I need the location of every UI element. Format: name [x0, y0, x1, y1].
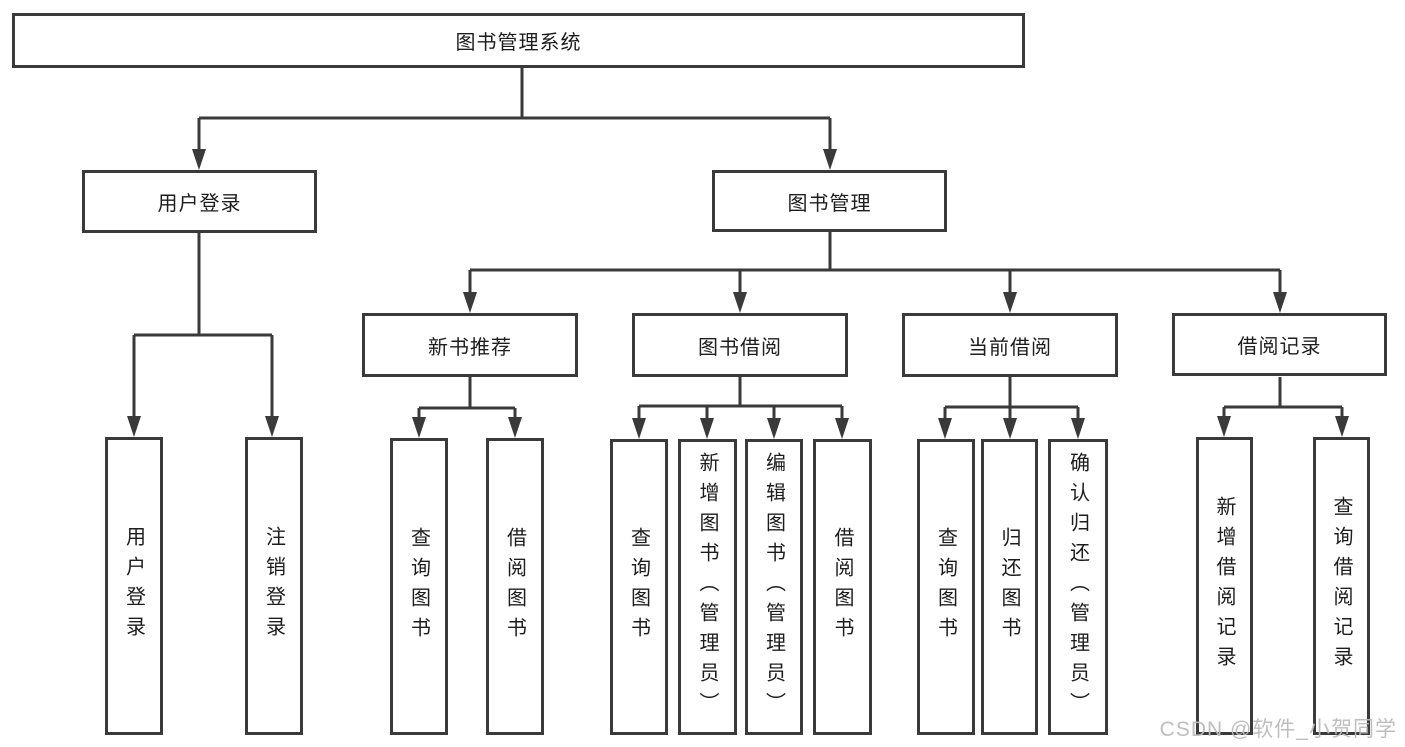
node-user-login-leaf: 用户登录 [105, 437, 163, 735]
node-logout-leaf: 注销登录 [245, 437, 303, 735]
node-user-login: 用户登录 [82, 170, 317, 233]
arrowhead-icon [265, 416, 279, 437]
connector-user-login-children [132, 233, 274, 418]
arrowhead-icon [938, 418, 952, 439]
arrowhead-icon [463, 292, 477, 313]
node-add-books-admin: 新增图书（管理员） [678, 439, 737, 735]
connector-book-management-children [468, 232, 1282, 294]
arrowhead-icon [767, 418, 781, 439]
arrowhead-icon [192, 149, 206, 170]
connector-book-borrow-children [637, 377, 844, 420]
node-borrow-books-under-recommend: 借阅图书 [486, 438, 544, 735]
node-borrow-books-under-borrow: 借阅图书 [813, 439, 872, 735]
connector-root-children [197, 68, 832, 151]
node-library-management-system: 图书管理系统 [12, 13, 1025, 68]
node-current-borrow: 当前借阅 [902, 313, 1118, 377]
arrowhead-icon [508, 417, 522, 438]
node-borrow-records: 借阅记录 [1172, 313, 1387, 376]
csdn-watermark: CSDN @软件_小贺同学 [1159, 718, 1397, 741]
arrowhead-icon [1003, 418, 1017, 439]
node-new-book-recommend: 新书推荐 [362, 313, 578, 377]
node-add-borrow-record: 新增借阅记录 [1196, 437, 1253, 735]
arrowhead-icon [1273, 292, 1287, 313]
node-query-books-under-current: 查询图书 [917, 439, 975, 735]
arrowhead-icon [632, 418, 646, 439]
arrowhead-icon [127, 416, 141, 437]
node-return-books: 归还图书 [981, 439, 1038, 735]
arrowhead-icon [835, 418, 849, 439]
connector-new-book-recommend-children [417, 377, 517, 419]
connector-borrow-records-children [1222, 377, 1344, 418]
arrowhead-icon [1217, 416, 1231, 437]
connector-current-borrow-children [943, 377, 1080, 420]
node-confirm-return-admin: 确认归还（管理员） [1048, 439, 1108, 735]
node-query-borrow-record: 查询借阅记录 [1313, 437, 1370, 735]
arrowhead-icon [700, 418, 714, 439]
node-edit-books-admin: 编辑图书（管理员） [745, 439, 803, 735]
node-query-books-under-recommend: 查询图书 [390, 438, 448, 735]
node-book-management: 图书管理 [712, 170, 947, 232]
node-query-books-under-borrow: 查询图书 [610, 439, 668, 735]
arrowhead-icon [733, 292, 747, 313]
arrowhead-icon [1071, 418, 1085, 439]
arrowhead-icon [412, 417, 426, 438]
arrowhead-icon [1335, 416, 1349, 437]
arrowhead-icon [823, 149, 837, 170]
node-book-borrow: 图书借阅 [632, 313, 848, 377]
arrowhead-icon [1003, 292, 1017, 313]
